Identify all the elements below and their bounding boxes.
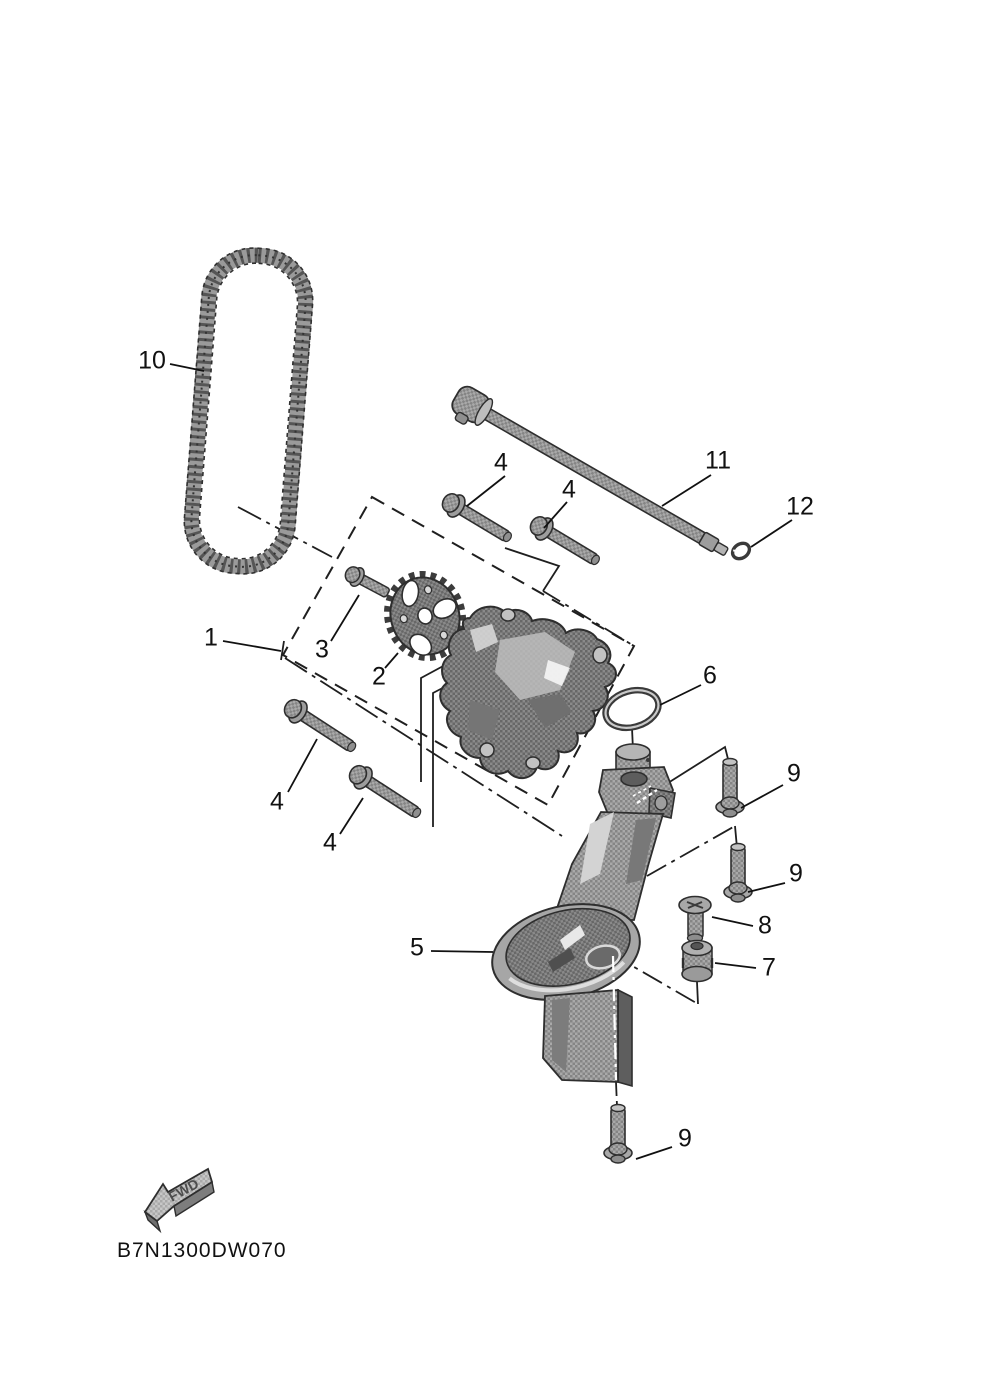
strainer-assembly-part-5 [491,743,676,1088]
callout-leader-7 [714,962,757,969]
bolt-part-4c [278,693,357,753]
chain-part-10 [183,247,314,575]
callout-label-11: 11 [705,447,731,475]
callout-leader-11 [661,474,712,507]
rod-part-11 [451,385,729,556]
bolt-part-9a [715,757,745,818]
callout-label-2: 2 [372,663,386,691]
callout-leader-12 [750,519,793,548]
callout-leader-2 [384,652,399,669]
callout-label-4: 4 [562,476,576,504]
callout-label-4: 4 [494,449,508,477]
callout-label-3: 3 [315,636,329,664]
callout-label-10: 10 [138,347,166,375]
diagram-code: B7N1300DW070 [117,1239,287,1262]
callout-label-7: 7 [762,954,776,982]
callout-label-9: 9 [789,860,803,888]
callout-leader-5 [430,950,494,953]
callout-label-12: 12 [786,493,814,521]
callout-leader-4 [287,738,318,793]
fwd-arrow: FWD [143,1167,215,1234]
callout-label-8: 8 [758,912,772,940]
callout-label-9: 9 [678,1125,692,1153]
callout-leader-4 [466,475,506,507]
callout-label-4: 4 [270,788,284,816]
callout-leader-9 [747,882,786,893]
callout-label-6: 6 [703,662,717,690]
callout-label-4: 4 [323,829,337,857]
callout-leader-9 [635,1146,673,1160]
callout-label-9: 9 [787,760,801,788]
callout-label-1: 1 [204,624,218,652]
oil-pump-body [439,605,617,779]
bolt-part-9c [603,1103,633,1164]
bolt-part-9b [723,842,753,903]
bolt-part-4b [525,510,600,566]
callout-leader-4 [543,501,568,529]
bolt-part-4d [343,759,422,819]
callout-label-5: 5 [410,934,424,962]
bolt-part-3 [344,566,390,598]
screw-part-8 [678,895,712,943]
callout-leader-6 [659,684,702,706]
callout-leader-10 [169,363,205,372]
o-ring-part-6 [602,686,662,732]
callout-leader-4 [339,797,364,835]
grommet-part-7 [681,939,714,983]
callout-leader-8 [711,916,754,927]
center-lines [237,506,736,1107]
clip-part-12 [730,541,752,561]
sprocket-part-2 [383,570,467,662]
bolt-part-4a [437,487,512,543]
callout-leader-1 [222,640,282,652]
callout-leader-9 [740,784,784,809]
callout-leader-3 [330,594,360,642]
